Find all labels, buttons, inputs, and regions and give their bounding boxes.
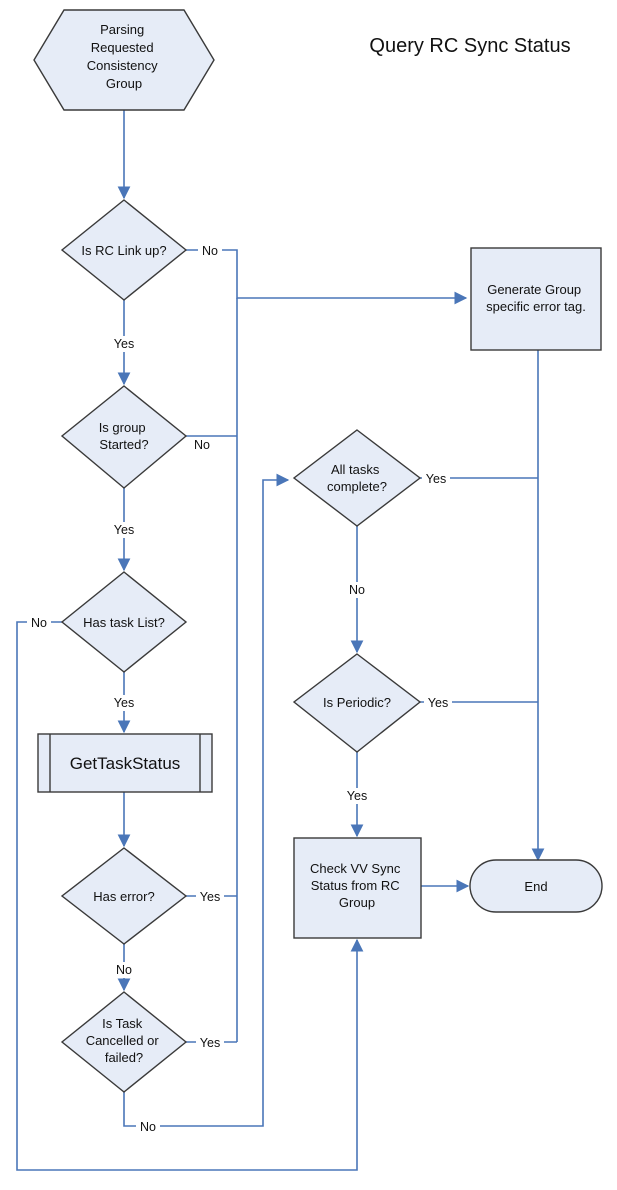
link-up-label: Is RC Link up? [81,243,166,258]
decision-task-cancelled: Is Task Cancelled or failed? [60,991,188,1093]
check-vv-label-2: Status from RC [311,878,400,893]
start-label-4: Group [106,76,142,91]
start-label-1: Parsing [100,22,144,37]
is-periodic-label: Is Periodic? [323,695,391,710]
task-cancelled-label-1: Is Task [102,1016,143,1031]
decision-has-error: Has error? [60,847,188,945]
edge-link-up-no [186,249,468,305]
process-check-vv-sync: Check VV Sync Status from RC Group [293,837,422,939]
task-cancelled-label-3: failed? [105,1050,143,1065]
edge-label-task-cancelled-yes: Yes [200,1036,220,1050]
decision-link-up: Is RC Link up? [60,199,188,301]
has-task-list-label: Has task List? [83,615,165,630]
check-vv-label-3: Group [339,895,375,910]
has-error-label: Has error? [93,889,154,904]
svg-text:All tasks complete?: All tasks complete? [327,462,387,494]
task-cancelled-label-2: Cancelled or [86,1033,160,1048]
svg-text:End: End [524,879,547,894]
svg-text:Generate Group specific: Generate Group specific error tag. [486,282,586,314]
end-node: End [469,859,603,913]
process-generate-error-tag: Generate Group specific error tag. [470,247,602,351]
decision-has-task-list: Has task List? [60,571,188,673]
decision-is-periodic: Is Periodic? [292,653,422,753]
edge-label-link-up-no: No [202,244,218,258]
edge-task-cancelled-no [123,473,290,1127]
svg-text:GetTaskStatus: GetTaskStatus [70,754,181,773]
check-vv-label-1: Check VV Sync [310,861,401,876]
all-complete-label-2: complete? [327,479,387,494]
decision-all-complete: All tasks complete? [292,429,422,527]
edge-label-all-complete-no: No [349,583,365,597]
svg-text:Has task List?: Has task List? [83,615,165,630]
process-get-task-status: GetTaskStatus [37,733,213,793]
start-label-2: Requested [91,40,154,55]
edge-label-all-complete-yes: Yes [426,472,446,486]
gen-error-label-1: Generate Group [487,282,581,297]
edge-label-is-periodic-yes: Yes [428,696,448,710]
edge-label-group-started-yes: Yes [114,523,134,537]
edge-label-link-up-yes: Yes [114,337,134,351]
edge-label-group-started-no: No [194,438,210,452]
svg-text:Is RC Link up?: Is RC Link up? [81,243,166,258]
svg-text:Is group Started?: Is group Started? [99,420,150,452]
svg-text:Has error?: Has error? [93,889,154,904]
group-started-label-1: Is group [99,420,146,435]
start-node: Parsing Requested Consistency Group [33,9,215,111]
end-label: End [524,879,547,894]
svg-text:Parsing Requested: Parsing Requested Consistency Group [87,22,161,91]
svg-text:Check VV Sync Status fro: Check VV Sync Status from RC Group [310,861,404,910]
start-label-3: Consistency [87,58,158,73]
edge-label-has-task-list-yes: Yes [114,696,134,710]
edge-label-is-periodic-down: Yes [347,789,367,803]
edge-label-has-error-no: No [116,963,132,977]
svg-text:Is Task Cancelled or: Is Task Cancelled or failed? [86,1016,163,1065]
group-started-label-2: Started? [99,437,148,452]
edge-label-has-error-yes: Yes [200,890,220,904]
all-complete-label-1: All tasks [331,462,380,477]
gen-error-label-2: specific error tag. [486,299,586,314]
svg-text:Is Periodic?: Is Periodic? [323,695,391,710]
get-task-status-label: GetTaskStatus [70,754,181,773]
diagram-title: Query RC Sync Status [369,35,570,57]
decision-group-started: Is group Started? [60,385,188,489]
edge-label-has-task-list-no: No [31,616,47,630]
edge-label-task-cancelled-no: No [140,1120,156,1134]
